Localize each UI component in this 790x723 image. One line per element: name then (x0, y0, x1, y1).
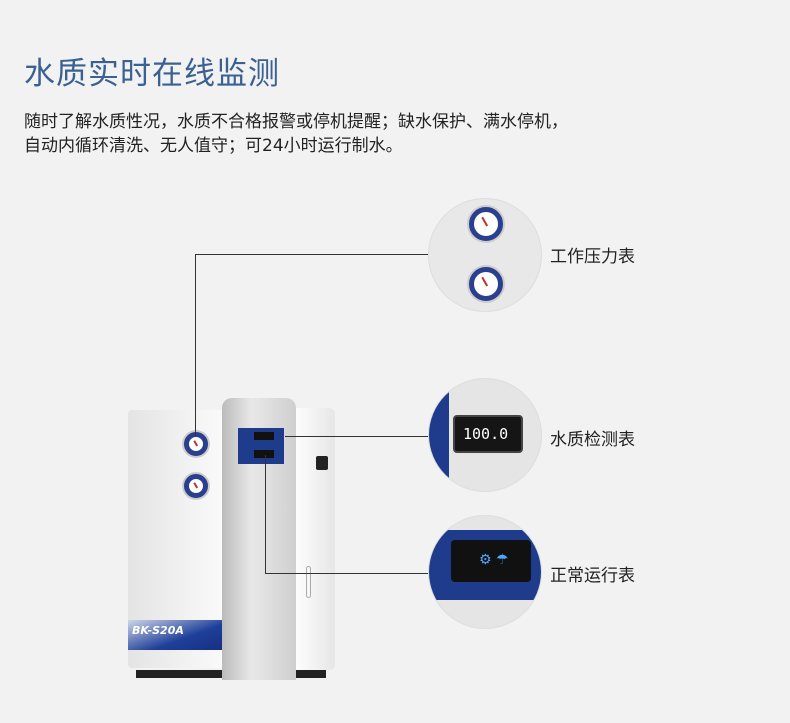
callout-label-quality: 水质检测表 (550, 430, 635, 450)
status-icon: ⚙ ☂ (479, 552, 509, 568)
callout-label-status: 正常运行表 (550, 566, 635, 586)
pressure-gauge-icon (469, 207, 503, 241)
callout-label-pressure: 工作压力表 (550, 247, 635, 267)
water-quality-closeup: 100.0 (428, 378, 542, 492)
quality-reading: 100.0 (463, 425, 509, 443)
water-purifier-machine: BK-S20A (128, 398, 338, 680)
status-closeup: ⚙ ☂ (428, 515, 542, 629)
page-title: 水质实时在线监测 (24, 56, 280, 92)
description-line: 随时了解水质性况，水质不合格报警或停机提醒；缺水保护、满水停机， (24, 112, 568, 132)
model-label: BK-S20A (132, 624, 184, 637)
pressure-gauge-icon (469, 267, 503, 301)
description: 随时了解水质性况，水质不合格报警或停机提醒；缺水保护、满水停机， 自动内循环清洗… (24, 110, 568, 158)
pressure-gauge-icon (184, 474, 208, 498)
pressure-gauge-icon (184, 432, 208, 456)
description-line: 自动内循环清洗、无人值守；可24小时运行制水。 (24, 136, 403, 156)
pressure-gauge-closeup (428, 198, 542, 312)
